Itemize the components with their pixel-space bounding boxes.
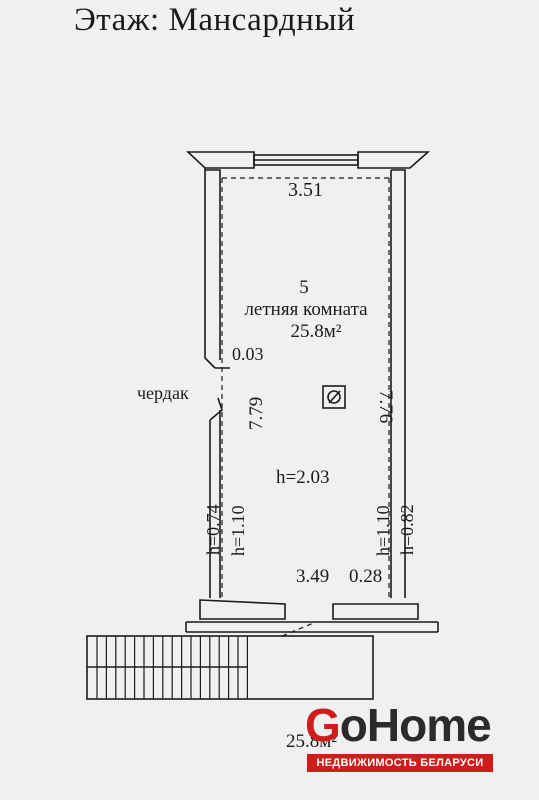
ceiling-height: h=2.03 (276, 467, 329, 488)
left-offset-label: 0.03 (232, 344, 264, 364)
room-name: летняя комната (244, 299, 368, 320)
right-h-inner-label: h=1.10 (373, 505, 393, 556)
attic-label: чердак (137, 383, 189, 403)
left-h-inner-label: h=1.10 (228, 505, 248, 556)
right-wall (390, 169, 406, 598)
floor-title: Этаж: Мансардный (74, 2, 356, 38)
vent-icon (322, 385, 346, 409)
left-length-label: 7.79 (246, 397, 267, 430)
bottom-left-wall-block (199, 599, 286, 620)
right-h-outer-label: h=0.82 (397, 504, 417, 555)
top-right-wall-block (357, 151, 431, 169)
door-opening (209, 367, 230, 421)
room-number: 5 (299, 277, 309, 298)
bottom-width-label: 3.49 (296, 566, 329, 587)
room-area: 25.8м² (291, 321, 342, 342)
top-left-wall-block (185, 151, 255, 169)
left-wall (204, 168, 221, 598)
bottom-offset-label: 0.28 (349, 566, 382, 587)
logo-tagline: НЕДВИЖИМОСТЬ БЕЛАРУСИ (307, 754, 493, 772)
gohome-logo: GoHome НЕДВИЖИМОСТЬ БЕЛАРУСИ (305, 699, 495, 772)
left-h-outer-label: h=0.74 (203, 504, 223, 555)
top-width-label: 3.51 (288, 179, 323, 201)
total-area: 25.8м² (286, 731, 337, 752)
bottom-right-wall-block (332, 603, 419, 620)
logo-wordmark: GoHome (305, 699, 492, 751)
right-length-label: 7.76 (375, 390, 396, 423)
